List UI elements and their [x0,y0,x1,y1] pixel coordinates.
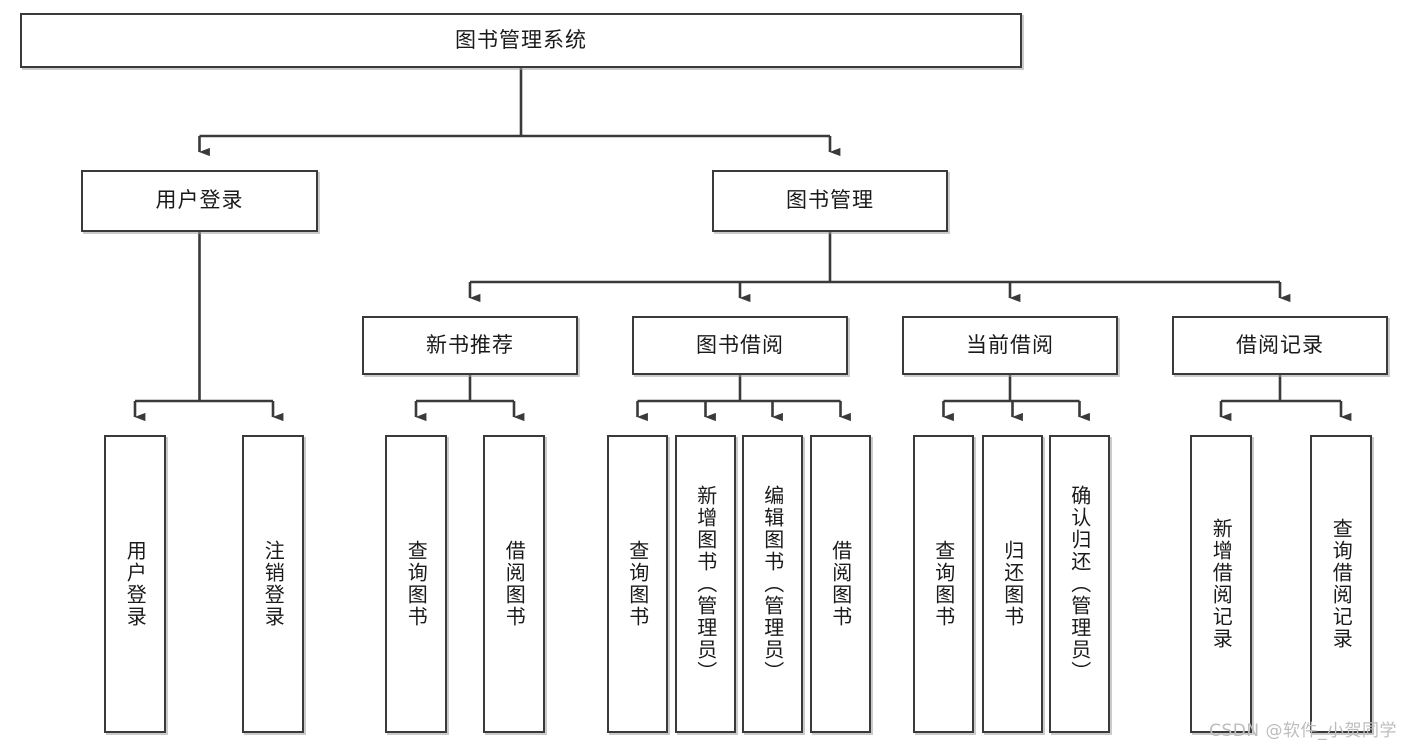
node-label: 新书推荐 [426,332,514,357]
node-label: 编辑图书（管理员） [760,485,785,683]
node-label: 图书借阅 [696,332,784,357]
node-leaf-bb-add-book-admin[interactable]: 新增图书（管理员） [675,435,736,733]
node-leaf-cb-confirm-return-admin[interactable]: 确认归还（管理员） [1049,435,1110,733]
node-leaf-user-login[interactable]: 用户登录 [104,435,166,733]
node-leaf-rc-query-record[interactable]: 查询借阅记录 [1310,435,1372,733]
connector-lines [133,68,1352,422]
node-book-management-module[interactable]: 图书管理 [712,170,948,232]
node-label: 新增图书（管理员） [693,485,718,683]
node-label: 图书管理 [786,188,874,213]
node-leaf-rc-add-record[interactable]: 新增借阅记录 [1190,435,1252,733]
node-leaf-nb-borrow-book[interactable]: 借阅图书 [483,435,545,733]
node-new-book-recommendation[interactable]: 新书推荐 [362,316,578,375]
node-label: 归还图书 [1000,540,1025,628]
node-label: 新增借阅记录 [1209,518,1234,650]
node-leaf-user-logout[interactable]: 注销登录 [242,435,304,733]
node-user-login-module[interactable]: 用户登录 [81,170,318,232]
node-label: 图书管理系统 [455,27,587,52]
node-label: 借阅图书 [502,540,527,628]
node-leaf-bb-edit-book-admin[interactable]: 编辑图书（管理员） [742,435,803,733]
node-label: 查询图书 [625,540,650,628]
node-label: 确认归还（管理员） [1067,485,1092,683]
node-leaf-nb-query-book[interactable]: 查询图书 [385,435,447,733]
node-current-borrowing[interactable]: 当前借阅 [902,316,1118,375]
node-label: 注销登录 [261,540,286,628]
node-leaf-bb-query-book[interactable]: 查询图书 [607,435,668,733]
node-label: 当前借阅 [966,332,1054,357]
node-leaf-bb-borrow-book[interactable]: 借阅图书 [810,435,871,733]
node-borrowing-records[interactable]: 借阅记录 [1172,316,1388,375]
node-label: 借阅图书 [828,540,853,628]
node-label: 用户登录 [155,188,244,213]
node-book-borrowing[interactable]: 图书借阅 [632,316,848,375]
node-leaf-cb-return-book[interactable]: 归还图书 [982,435,1043,733]
node-label: 查询图书 [931,540,956,628]
node-label: 查询图书 [404,540,429,628]
watermark-text: CSDN @软件_小贺同学 [1209,721,1397,741]
node-label: 借阅记录 [1236,332,1324,357]
node-root-system[interactable]: 图书管理系统 [20,13,1022,68]
node-leaf-cb-query-book[interactable]: 查询图书 [913,435,974,733]
node-label: 查询借阅记录 [1329,518,1354,650]
node-label: 用户登录 [123,540,148,628]
